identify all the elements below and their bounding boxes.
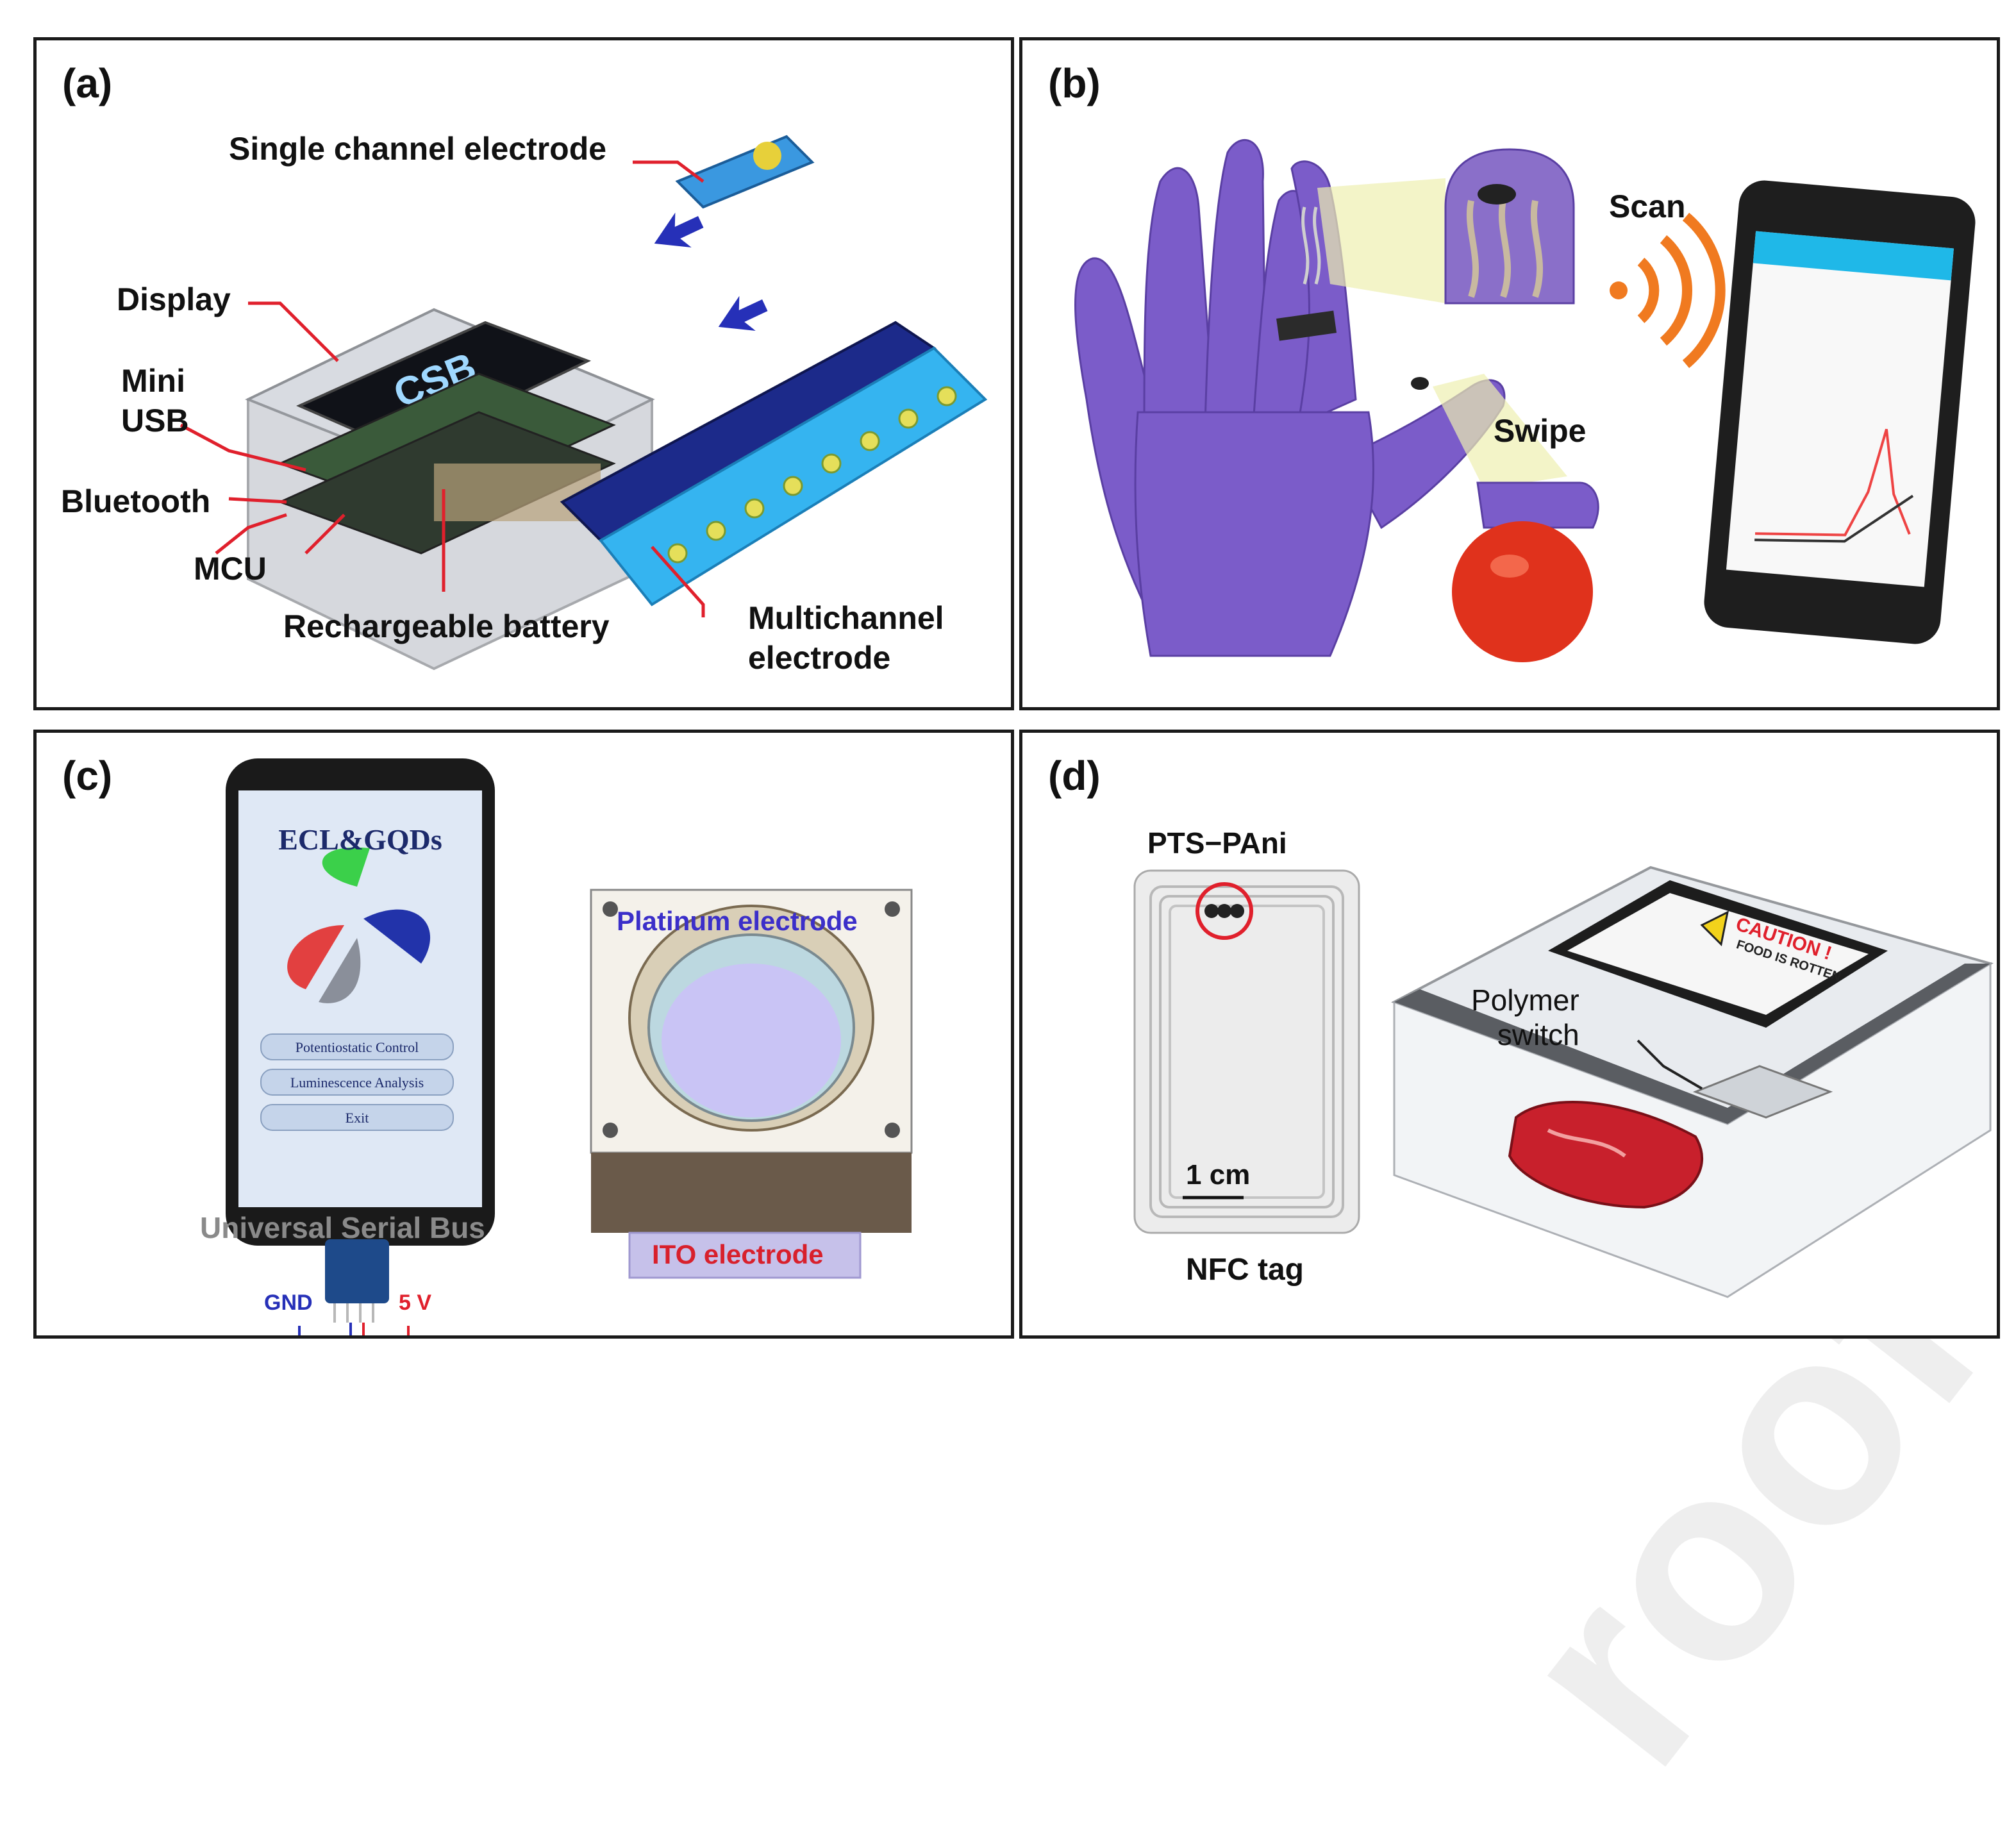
nfc-tag <box>1133 869 1360 1234</box>
meat <box>1508 1101 1704 1209</box>
label-bluetooth: Bluetooth <box>61 483 211 519</box>
panel-a-illustration: CSB <box>179 135 988 671</box>
single-channel-strip <box>675 135 815 209</box>
label-gnd: GND <box>264 1291 313 1315</box>
polymer-switch-wire <box>1637 1039 1703 1090</box>
potentiostatic-control-button[interactable]: Potentiostatic Control <box>295 1039 419 1055</box>
label-electrode: electrode <box>748 640 891 676</box>
warning-triangle <box>1700 910 1729 947</box>
panel-c: (c) ECL&GQDs Potentiostatic Control Lumi… <box>33 730 1014 1339</box>
label-mini: Mini <box>121 363 185 399</box>
panel-b-illustration <box>1074 138 1976 662</box>
panel-a-label: (a) <box>62 60 113 106</box>
label-multichannel: Multichannel <box>748 600 944 636</box>
label-rechargeable-battery: Rechargeable battery <box>283 608 610 644</box>
btn-bg-1 <box>260 1033 454 1060</box>
label-switch: switch <box>1497 1018 1579 1051</box>
scan-zoom-cone <box>1317 178 1445 303</box>
label-1cm: 1 cm <box>1186 1159 1251 1191</box>
fingertip <box>1476 481 1599 529</box>
nfc-in-container <box>1692 1065 1833 1119</box>
electrode-pads <box>667 386 957 564</box>
container-lid-rim <box>1394 964 1990 1124</box>
label-5v: 5 V <box>399 1291 432 1315</box>
gnd-wire <box>298 1323 352 1335</box>
arrow-single <box>654 212 704 247</box>
app-title: ECL&GQDs <box>278 823 442 856</box>
label-scan: Scan <box>1609 188 1686 224</box>
panel-b-label: (b) <box>1048 60 1101 106</box>
label-multichannel-electrode: Multichannel electrode <box>748 598 944 678</box>
label-polymer-switch: Polymer switch <box>1471 983 1579 1052</box>
label-platinum-electrode: Platinum electrode <box>617 906 858 936</box>
label-universal-serial-bus: Universal Serial Bus <box>200 1211 485 1244</box>
label-usb: USB <box>121 403 189 439</box>
label-mcu: MCU <box>194 551 267 587</box>
panel-a: CSB (a) Single channel ele <box>33 37 1014 710</box>
panel-b: (b) Scan Swipe <box>1019 37 2000 710</box>
smartphone-screen <box>1726 231 1954 587</box>
usb-adapter <box>325 1239 389 1303</box>
label-ito-electrode: ITO electrode <box>652 1239 824 1269</box>
btn-bg-3 <box>260 1104 454 1131</box>
app-logo <box>287 847 431 1003</box>
panel-d-illustration <box>1133 865 1994 1298</box>
panel-d-label: (d) <box>1048 753 1101 799</box>
tomato <box>1452 521 1593 662</box>
cell-body <box>591 1153 912 1233</box>
label-nfc-tag: NFC tag <box>1186 1253 1304 1287</box>
panel-d: (d) PTS−PAni 1 cm NFC tag Polymer switch… <box>1019 730 2000 1339</box>
label-pts-pani: PTS−PAni <box>1147 826 1287 860</box>
label-display: Display <box>117 281 231 317</box>
label-single-channel-electrode: Single channel electrode <box>229 131 607 167</box>
glove <box>1074 138 1506 657</box>
finger-band <box>1276 310 1337 341</box>
voltammogram-plot <box>1754 428 1914 543</box>
btn-bg-2 <box>260 1069 454 1096</box>
pts-pani-highlight <box>1195 882 1253 940</box>
panel-c-label: (c) <box>62 753 113 799</box>
vcc-wire <box>362 1323 410 1335</box>
exit-button[interactable]: Exit <box>345 1110 369 1126</box>
ito-plate <box>628 1232 862 1279</box>
wifi-icon <box>1610 212 1726 369</box>
luminescence-analysis-button[interactable]: Luminescence Analysis <box>290 1074 424 1091</box>
arrow-multi <box>718 296 768 331</box>
swipe-zoom-cone <box>1433 374 1567 489</box>
label-polymer: Polymer <box>1471 983 1579 1017</box>
panel-c-illustration <box>226 758 913 1335</box>
label-swipe: Swipe <box>1494 413 1587 449</box>
label-mini-usb: Mini USB <box>121 361 189 440</box>
